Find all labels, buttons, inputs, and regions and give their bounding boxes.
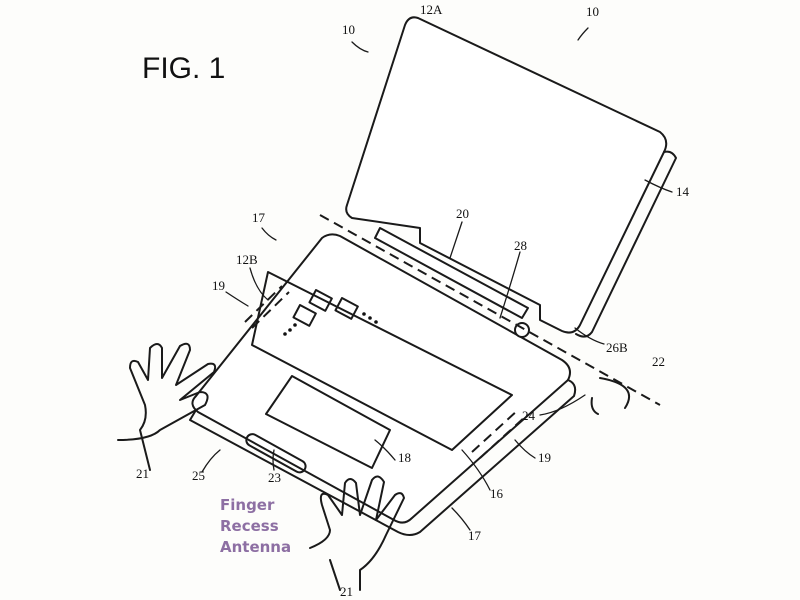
annotation-line-1: Finger [220, 496, 275, 514]
ref-21b: 21 [340, 584, 353, 599]
display-area-16 [251, 271, 513, 451]
ref-26b: 26B [606, 340, 628, 355]
ref-23: 23 [268, 470, 281, 485]
ref-12b: 12B [236, 252, 258, 267]
ref-28: 28 [514, 238, 527, 253]
ref-12a: 12A [420, 2, 443, 17]
ref-24: 24 [522, 408, 536, 423]
ref-17b: 17 [468, 528, 482, 543]
ref-22: 22 [652, 354, 665, 369]
hinge-block-20 [374, 227, 529, 319]
ellipsis-dots [283, 312, 378, 336]
antenna-region-right [471, 409, 527, 459]
ref-19a: 19 [212, 278, 225, 293]
leader-lines [201, 27, 673, 531]
icon-square [292, 304, 317, 327]
ref-10b: 10 [586, 4, 599, 19]
hinge-axis-22 [319, 214, 661, 406]
icon-square [334, 297, 359, 320]
lid-edge [575, 150, 677, 338]
base-side-edge [189, 379, 577, 536]
upper-housing-lid [345, 16, 668, 334]
rotation-arrow-24 [590, 377, 631, 415]
ref-10a: 10 [342, 22, 355, 37]
ref-18: 18 [398, 450, 411, 465]
annotation-line-2: Recess [220, 517, 279, 535]
ref-14: 14 [676, 184, 690, 199]
antenna-region-left [244, 285, 290, 329]
hand-left-21 [117, 342, 217, 471]
icon-square [308, 289, 333, 312]
lower-housing-base [191, 233, 571, 524]
ref-21a: 21 [136, 466, 149, 481]
ref-17a: 17 [252, 210, 266, 225]
annotation-line-3: Antenna [220, 538, 291, 556]
trackpad-18 [265, 375, 391, 469]
ref-25: 25 [192, 468, 205, 483]
ref-19b: 19 [538, 450, 551, 465]
figure-title: FIG. 1 [142, 52, 225, 85]
hand-bottom-21 [309, 475, 405, 591]
ref-20: 20 [456, 206, 469, 221]
ref-16: 16 [490, 486, 504, 501]
